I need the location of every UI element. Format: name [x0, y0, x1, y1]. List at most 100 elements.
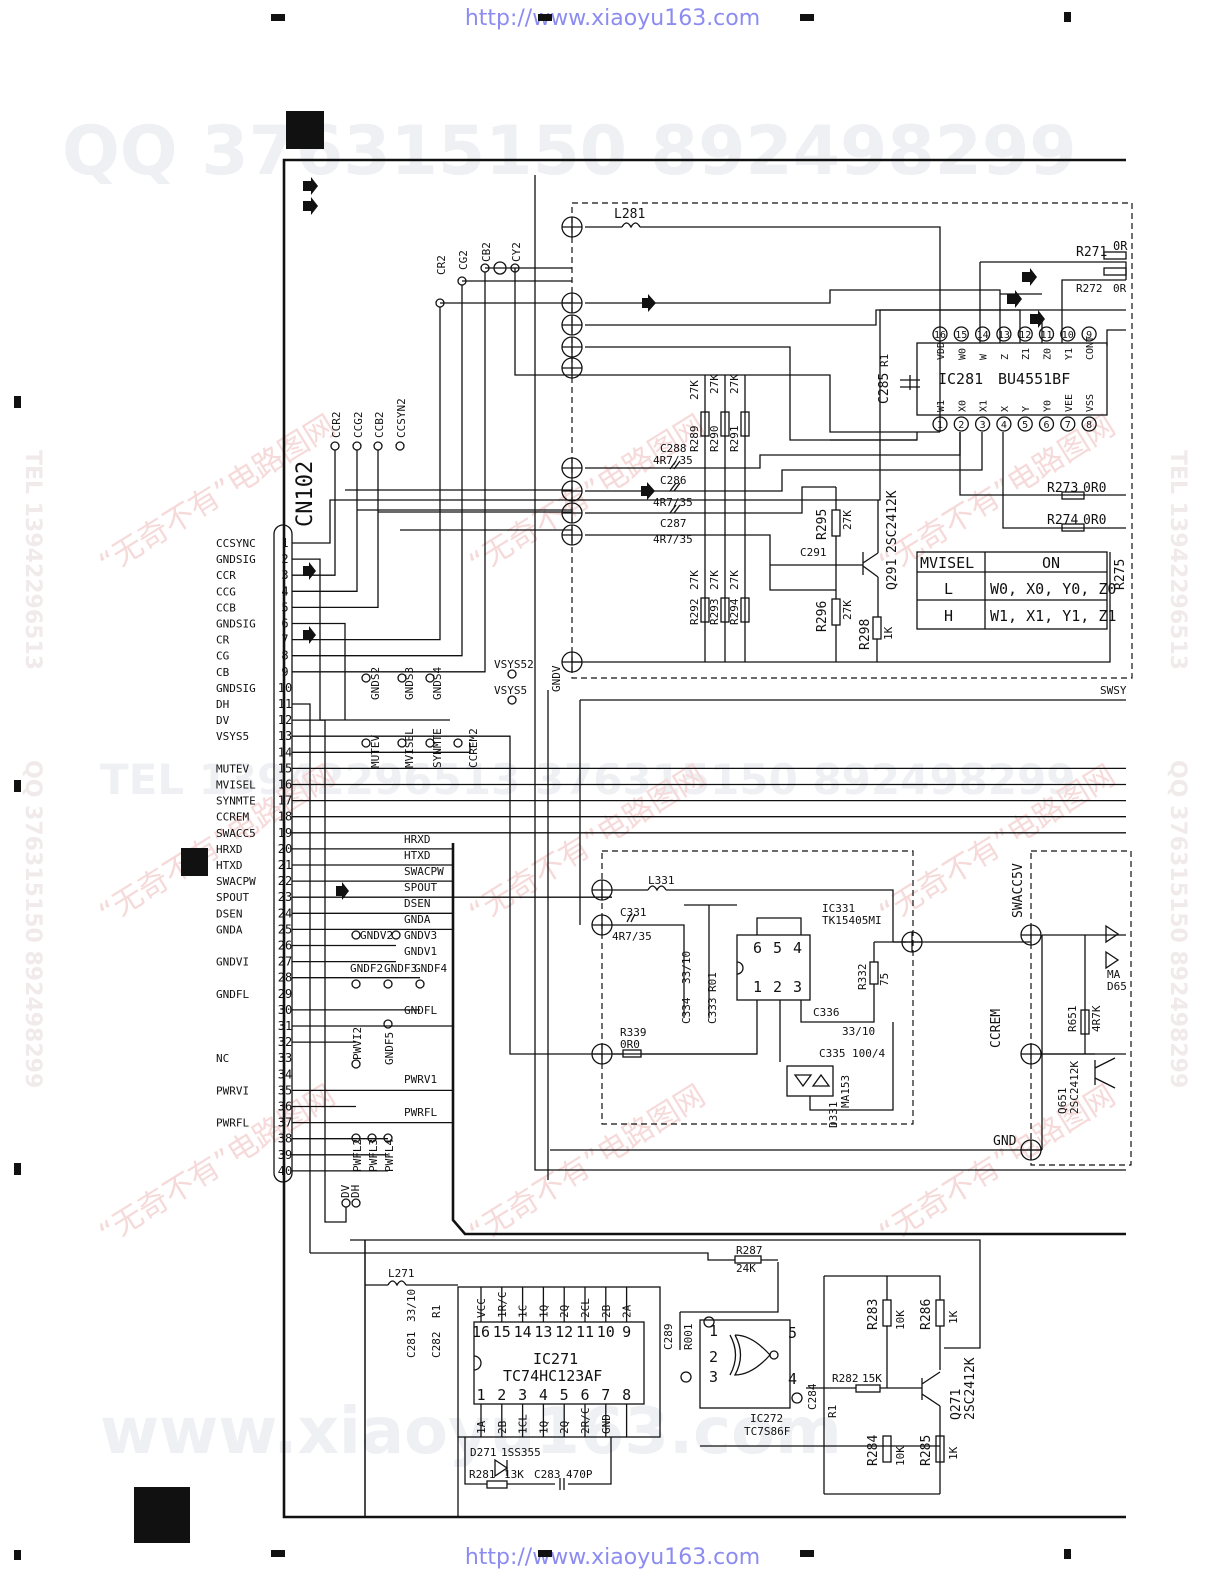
registration-marks — [14, 12, 1071, 1560]
svg-text:VEE: VEE — [1064, 394, 1075, 412]
wire — [292, 450, 379, 609]
svg-text:R290: R290 — [708, 426, 721, 453]
connector-pin-name: SPOUT — [216, 891, 249, 904]
wire — [830, 329, 1126, 441]
svg-text:33/10: 33/10 — [680, 951, 693, 984]
wire — [1061, 279, 1126, 343]
svg-text:PWRV1: PWRV1 — [404, 1073, 437, 1086]
svg-text:15K: 15K — [862, 1372, 882, 1385]
svg-text:10K: 10K — [894, 1310, 907, 1330]
svg-text:CB2: CB2 — [480, 242, 493, 262]
svg-text:IC272: IC272 — [750, 1412, 783, 1425]
svg-text:L271: L271 — [388, 1267, 415, 1280]
svg-text:PWFL2: PWFL2 — [351, 1139, 364, 1172]
svg-text:D65: D65 — [1107, 980, 1127, 993]
svg-text:R285: R285 — [919, 1435, 934, 1466]
wire — [440, 267, 940, 433]
connector-pin-number: 21 — [278, 858, 292, 872]
svg-text:C335: C335 — [819, 1047, 846, 1060]
connector-pin-name: PWRFL — [216, 1117, 249, 1130]
svg-text:2: 2 — [709, 1348, 718, 1366]
inductor-l281: L281 — [585, 207, 941, 432]
svg-text:IC271: IC271 — [533, 1350, 578, 1368]
svg-text:5: 5 — [788, 1324, 797, 1342]
svg-text:10: 10 — [597, 1323, 615, 1341]
connector-pin-number: 19 — [278, 826, 292, 840]
resistor-group-r289: R289 R290 R291 27K 27K 27K — [688, 374, 750, 662]
wires — [292, 175, 1127, 1517]
connector-pin-number: 26 — [278, 939, 292, 953]
connector-pin-name: CCB — [216, 601, 236, 614]
connector-pin-number: 30 — [278, 1003, 292, 1017]
svg-text:GND: GND — [600, 1414, 613, 1434]
connector-pin-number: 36 — [278, 1100, 292, 1114]
svg-text:Q291: Q291 — [885, 559, 900, 590]
svg-text:3: 3 — [980, 420, 986, 431]
svg-text:MA153: MA153 — [839, 1075, 852, 1108]
svg-text:BU4551BF: BU4551BF — [998, 370, 1070, 388]
svg-text:1Q: 1Q — [537, 1305, 550, 1318]
svg-text:W1: W1 — [936, 400, 947, 412]
svg-text:R651: R651 — [1066, 1006, 1079, 1033]
svg-text:7: 7 — [1065, 420, 1071, 431]
wire — [364, 1240, 459, 1517]
svg-text:Z0: Z0 — [1043, 348, 1054, 360]
svg-text:8: 8 — [622, 1386, 631, 1404]
connector-pin-name: CCSYNC — [216, 537, 256, 550]
connector-pin-name: NC — [216, 1052, 229, 1065]
connector-pin-number: 39 — [278, 1148, 292, 1162]
ic281-pin — [1038, 326, 1055, 342]
svg-text:R281: R281 — [469, 1468, 496, 1481]
svg-text:IC281: IC281 — [938, 370, 983, 388]
svg-text:6: 6 — [753, 939, 762, 957]
svg-text:9: 9 — [1086, 330, 1092, 341]
connector-pin-number: 4 — [281, 584, 288, 598]
wire — [292, 944, 420, 979]
connector-pin-name: MUTEV — [216, 762, 249, 775]
truth-table: MVISEL ON L W0, X0, Y0, Z0 H W1, X1, Y1,… — [916, 551, 1116, 630]
svg-text:C288: C288 — [660, 442, 687, 455]
footer-url[interactable]: http://www.xiaoyu163.com — [464, 1545, 761, 1570]
svg-text:D331: D331 — [827, 1102, 840, 1129]
bus-line — [451, 843, 1126, 1236]
wire — [292, 450, 358, 592]
svg-text:SWACPW: SWACPW — [404, 865, 444, 878]
capacitor-c285: C285 R1 — [877, 354, 920, 404]
connector-pin-name: GNDSIG — [216, 553, 256, 566]
ic281-pin — [974, 326, 991, 342]
svg-text:TC7S86F: TC7S86F — [744, 1425, 790, 1438]
connector-pin-name: CR — [216, 634, 230, 647]
svg-text:27K: 27K — [728, 374, 741, 394]
svg-text:GNDV3: GNDV3 — [404, 929, 437, 942]
connector-pin-number: 27 — [278, 955, 292, 969]
svg-text:R273: R273 — [1047, 481, 1078, 496]
ic272-passives: C289 R001 R287 24K R283 10K R286 1K R282… — [310, 1239, 981, 1495]
watermark-side-qq-right: QQ 376315150 892498299 — [1165, 760, 1190, 1089]
header-url[interactable]: http://www.xiaoyu163.com — [464, 6, 761, 31]
svg-text:R272: R272 — [1076, 282, 1103, 295]
svg-text:H: H — [944, 607, 953, 625]
connector-pin-number: 6 — [281, 617, 288, 631]
ic281-pin — [1060, 326, 1076, 342]
svg-text:4R7/35: 4R7/35 — [653, 533, 693, 546]
wire — [292, 622, 346, 720]
net-labels: VSYS52 VSYS5 GNDV SWSY SWACC5V CCREM GND — [494, 658, 1127, 1149]
svg-text:W1, X1, Y1, Z1: W1, X1, Y1, Z1 — [990, 607, 1116, 625]
svg-text:X0: X0 — [957, 400, 968, 412]
svg-text:GNDF4: GNDF4 — [414, 962, 447, 975]
svg-text:0R: 0R — [1113, 282, 1127, 295]
svg-text:14: 14 — [977, 330, 989, 341]
svg-text:470P: 470P — [566, 1468, 593, 1481]
svg-text:R271: R271 — [1076, 245, 1107, 260]
svg-text:Z1: Z1 — [1021, 348, 1032, 360]
svg-text:DH: DH — [349, 1185, 362, 1198]
svg-text:PWVI2: PWVI2 — [351, 1027, 364, 1060]
svg-text:R295: R295 — [815, 509, 830, 540]
ic281-pin — [974, 416, 991, 432]
svg-text:2B: 2B — [600, 1304, 613, 1318]
svg-text:SWACC5V: SWACC5V — [1011, 863, 1026, 918]
svg-text:12: 12 — [1019, 330, 1031, 341]
connector-pin-number: 38 — [278, 1132, 292, 1146]
svg-text:24K: 24K — [736, 1262, 756, 1275]
connector-pin-number: 3 — [281, 568, 288, 582]
